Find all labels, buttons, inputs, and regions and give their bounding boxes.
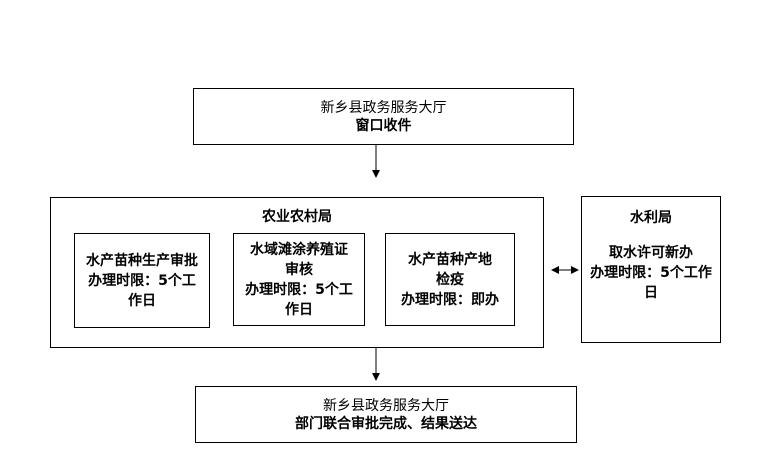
bottom-box-line1: 新乡县政务服务大厅	[323, 397, 449, 414]
agri-item-seedling-quarantine: 水产苗种产地 检疫 办理时限：即办	[385, 233, 515, 326]
top-box-line1: 新乡县政务服务大厅	[320, 99, 447, 116]
top-service-hall-box: 新乡县政务服务大厅 窗口收件	[193, 88, 574, 145]
agri-bureau-title: 农业农村局	[262, 209, 332, 225]
water-item-line2: 办理时限：5个工作	[590, 265, 712, 281]
agri-item-3-line3: 办理时限：即办	[401, 291, 499, 308]
agri-item-2-line2: 审核	[285, 261, 313, 278]
agri-item-2-line1: 水域滩涂养殖证	[250, 241, 348, 258]
agri-item-2-line4: 作日	[285, 301, 313, 318]
water-item-line1: 取水许可新办	[609, 245, 693, 261]
agri-item-1-line3: 作日	[128, 292, 156, 309]
water-bureau-box: 水利局 取水许可新办 办理时限：5个工作 日	[581, 196, 721, 343]
agri-item-seedling-approval: 水产苗种生产审批 办理时限：5个工 作日	[74, 233, 210, 328]
agri-item-1-line2: 办理时限：5个工	[88, 272, 196, 289]
water-item-line3: 日	[644, 285, 658, 301]
agri-item-3-line2: 检疫	[436, 271, 464, 288]
agri-item-1-line1: 水产苗种生产审批	[86, 252, 198, 269]
bottom-box-line2: 部门联合审批完成、结果送达	[295, 415, 477, 432]
agri-item-aquaculture-permit: 水域滩涂养殖证 审核 办理时限：5个工 作日	[233, 233, 365, 326]
bottom-service-hall-box: 新乡县政务服务大厅 部门联合审批完成、结果送达	[195, 386, 577, 443]
water-bureau-title: 水利局	[630, 210, 672, 226]
top-box-line2: 窗口收件	[355, 117, 412, 134]
agri-item-2-line3: 办理时限：5个工	[245, 281, 353, 298]
agri-item-3-line1: 水产苗种产地	[408, 251, 492, 268]
